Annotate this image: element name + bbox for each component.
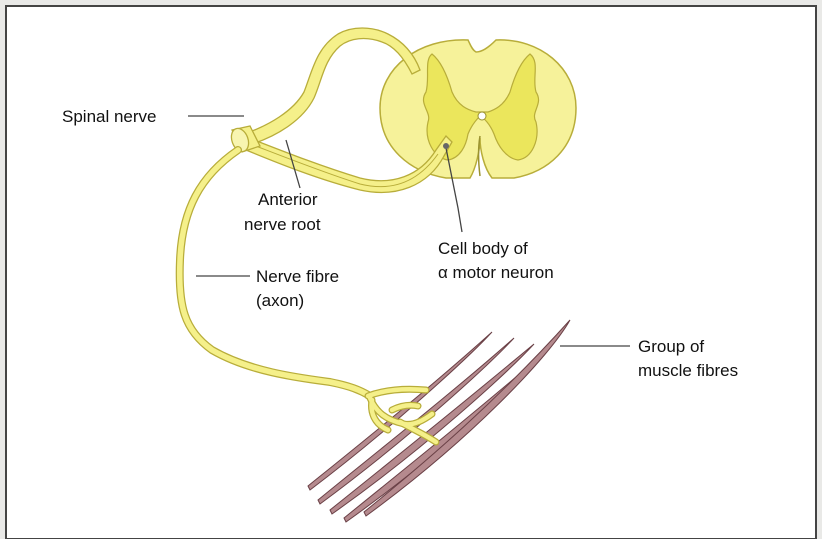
label-cell-body-2: α motor neuron [438, 263, 554, 282]
label-nerve-fibre-2: (axon) [256, 291, 304, 310]
central-canal [478, 112, 486, 120]
label-nerve-fibre-1: Nerve fibre [256, 267, 339, 286]
label-anterior-root-1: Anterior [258, 190, 318, 209]
label-anterior-root-2: nerve root [244, 215, 321, 234]
cell-body-soma [443, 143, 449, 149]
label-spinal-nerve: Spinal nerve [62, 107, 157, 126]
label-muscle-1: Group of [638, 337, 704, 356]
label-cell-body-1: Cell body of [438, 239, 528, 258]
label-muscle-2: muscle fibres [638, 361, 738, 380]
